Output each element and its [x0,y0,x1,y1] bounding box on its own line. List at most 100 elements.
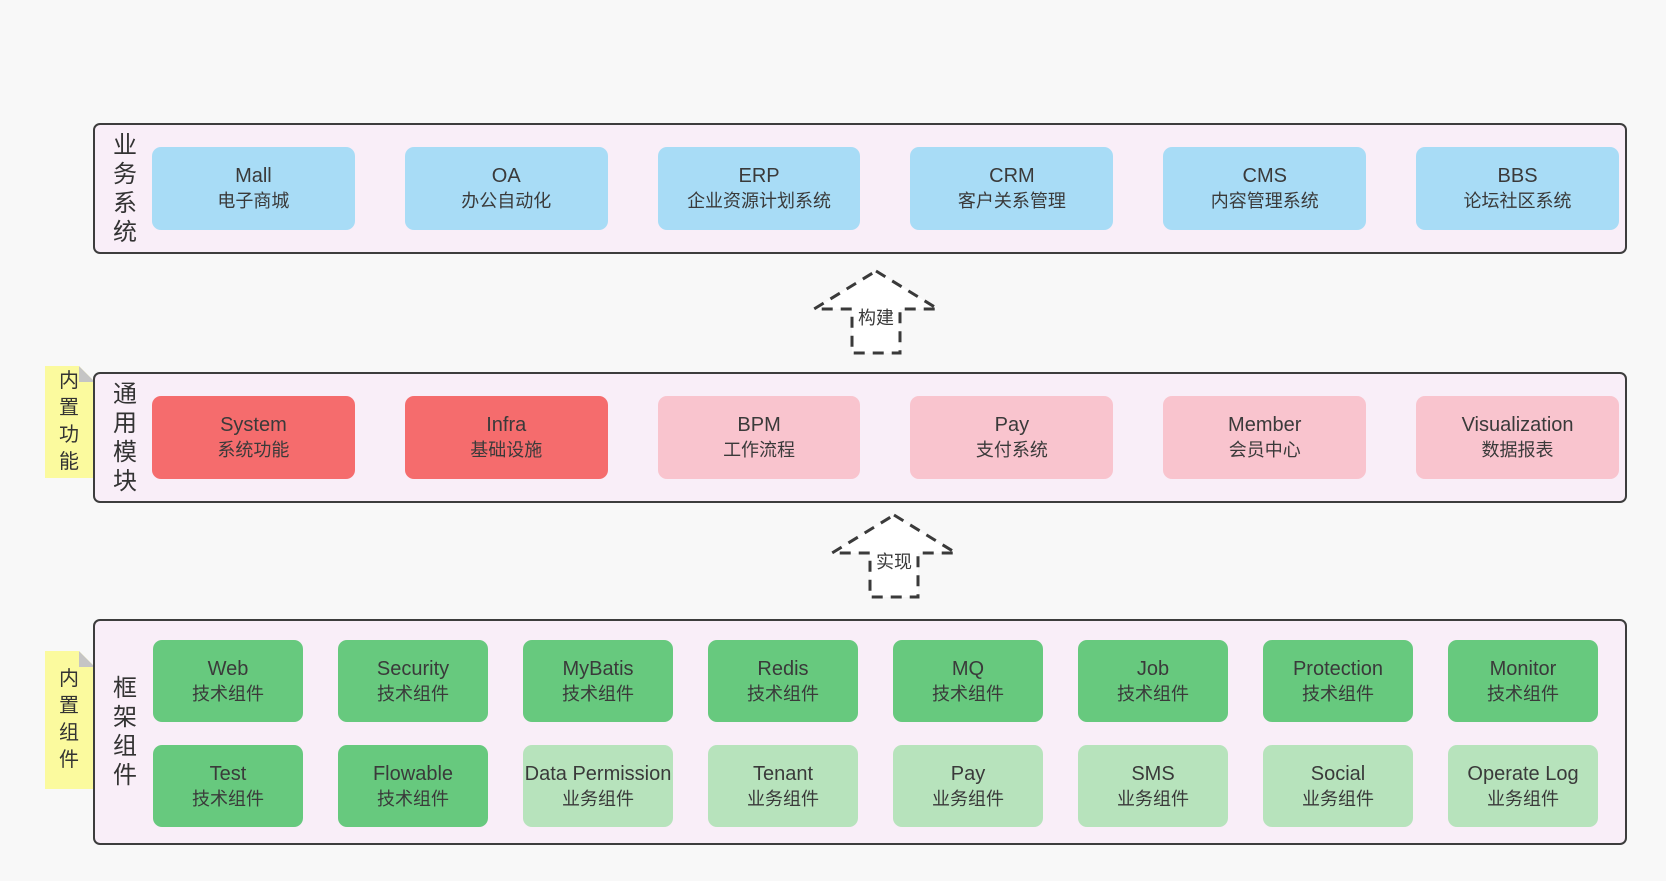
box-subtitle: 业务组件 [562,788,634,809]
box-title: Tenant [752,762,814,785]
box-title: Test [209,762,247,785]
box-subtitle: 企业资源计划系统 [687,191,832,211]
box-cms: CMS 内容管理系统 [1163,147,1367,230]
box-subtitle: 技术组件 [562,683,634,704]
box-operate-log: Operate Log 业务组件 [1448,745,1598,827]
framework-components-row-1: Web 技术组件 Security 技术组件 MyBatis 技术组件 Redi… [153,640,1598,722]
box-subtitle: 技术组件 [377,788,449,809]
business-systems-row: Mall 电子商城 OA 办公自动化 ERP 企业资源计划系统 CRM 客户关系… [152,125,1619,252]
box-subtitle: 业务组件 [1117,788,1189,809]
box-title: Member [1228,414,1302,436]
box-subtitle: 内容管理系统 [1210,191,1319,211]
box-sms: SMS 业务组件 [1078,745,1228,827]
box-subtitle: 会员中心 [1228,440,1301,460]
box-subtitle: 系统功能 [217,440,290,460]
sticky-note-label: 内置功能 [59,370,79,473]
box-title: Pay [994,414,1030,436]
box-title: Flowable [372,762,454,785]
box-subtitle: 业务组件 [932,788,1004,809]
box-protection: Protection 技术组件 [1263,640,1413,722]
box-subtitle: 基础设施 [470,440,543,460]
box-mq: MQ 技术组件 [893,640,1043,722]
box-title: Data Permission [524,762,672,785]
box-subtitle: 支付系统 [975,440,1048,460]
box-mybatis: MyBatis 技术组件 [523,640,673,722]
box-title: SMS [1131,762,1175,785]
arrow-implement-label: 实现 [873,548,915,574]
box-subtitle: 技术组件 [1302,683,1374,704]
box-title: BBS [1497,165,1538,187]
box-title: System [220,414,287,436]
box-subtitle: 业务组件 [1487,788,1559,809]
band-common-modules: 通用模块 System 系统功能 Infra 基础设施 BPM 工作流程 Pay… [93,372,1627,503]
sticky-note-builtin-features: 内置功能 [45,366,95,478]
box-title: Infra [486,414,527,436]
box-title: BPM [737,414,781,436]
box-title: Mall [235,165,272,187]
box-web: Web 技术组件 [153,640,303,722]
box-title: Web [207,657,249,680]
box-member: Member 会员中心 [1163,396,1367,479]
box-subtitle: 技术组件 [192,788,264,809]
box-title: MQ [951,657,985,680]
box-system: System 系统功能 [152,396,355,479]
box-test: Test 技术组件 [153,745,303,827]
band-label-common-modules: 通用模块 [113,380,137,495]
box-job: Job 技术组件 [1078,640,1228,722]
box-title: Visualization [1461,414,1574,436]
box-title: Operate Log [1467,762,1579,785]
common-modules-row: System 系统功能 Infra 基础设施 BPM 工作流程 Pay 支付系统… [152,374,1619,501]
box-title: Job [1136,657,1170,680]
box-subtitle: 技术组件 [192,683,264,704]
box-flowable: Flowable 技术组件 [338,745,488,827]
box-security: Security 技术组件 [338,640,488,722]
sticky-note-builtin-components: 内置组件 [45,651,95,789]
box-title: ERP [738,165,780,187]
box-oa: OA 办公自动化 [404,147,608,230]
box-crm: CRM 客户关系管理 [910,147,1114,230]
box-pay-business: Pay 业务组件 [893,745,1043,827]
box-subtitle: 业务组件 [747,788,819,809]
box-title: Pay [950,762,986,785]
box-subtitle: 论坛社区系统 [1463,191,1572,211]
box-title: CMS [1242,165,1287,187]
box-subtitle: 电子商城 [217,191,290,211]
box-social: Social 业务组件 [1263,745,1413,827]
box-monitor: Monitor 技术组件 [1448,640,1598,722]
arrow-build: 构建 [810,268,942,356]
box-infra: Infra 基础设施 [404,396,608,479]
box-subtitle: 技术组件 [1487,683,1559,704]
box-subtitle: 数据报表 [1481,440,1554,460]
box-bbs: BBS 论坛社区系统 [1416,147,1619,230]
box-subtitle: 办公自动化 [461,191,552,211]
box-redis: Redis 技术组件 [708,640,858,722]
arrow-build-label: 构建 [855,304,897,330]
box-title: Redis [757,657,809,680]
box-title: CRM [989,165,1035,187]
box-bpm: BPM 工作流程 [657,396,861,479]
box-title: Protection [1292,657,1384,680]
box-subtitle: 技术组件 [932,683,1004,704]
band-label-business-systems: 业务系统 [113,131,137,246]
band-business-systems: 业务系统 Mall 电子商城 OA 办公自动化 ERP 企业资源计划系统 CRM… [93,123,1627,254]
box-subtitle: 技术组件 [747,683,819,704]
box-subtitle: 工作流程 [723,440,796,460]
arrow-implement: 实现 [828,512,960,600]
box-tenant: Tenant 业务组件 [708,745,858,827]
band-framework-components: 框架组件 Web 技术组件 Security 技术组件 MyBatis 技术组件… [93,619,1627,845]
band-label-framework-components: 框架组件 [113,675,137,789]
box-visualization: Visualization 数据报表 [1416,396,1619,479]
box-mall: Mall 电子商城 [152,147,355,230]
box-subtitle: 技术组件 [377,683,449,704]
sticky-note-label: 内置组件 [59,668,79,771]
box-title: OA [491,165,521,187]
box-subtitle: 客户关系管理 [957,191,1066,211]
box-title: Social [1310,762,1366,785]
framework-components-row-2: Test 技术组件 Flowable 技术组件 Data Permission … [153,745,1598,827]
box-title: MyBatis [562,657,634,680]
box-title: Monitor [1489,657,1557,680]
box-subtitle: 业务组件 [1302,788,1374,809]
box-data-permission: Data Permission 业务组件 [523,745,673,827]
box-subtitle: 技术组件 [1117,683,1189,704]
